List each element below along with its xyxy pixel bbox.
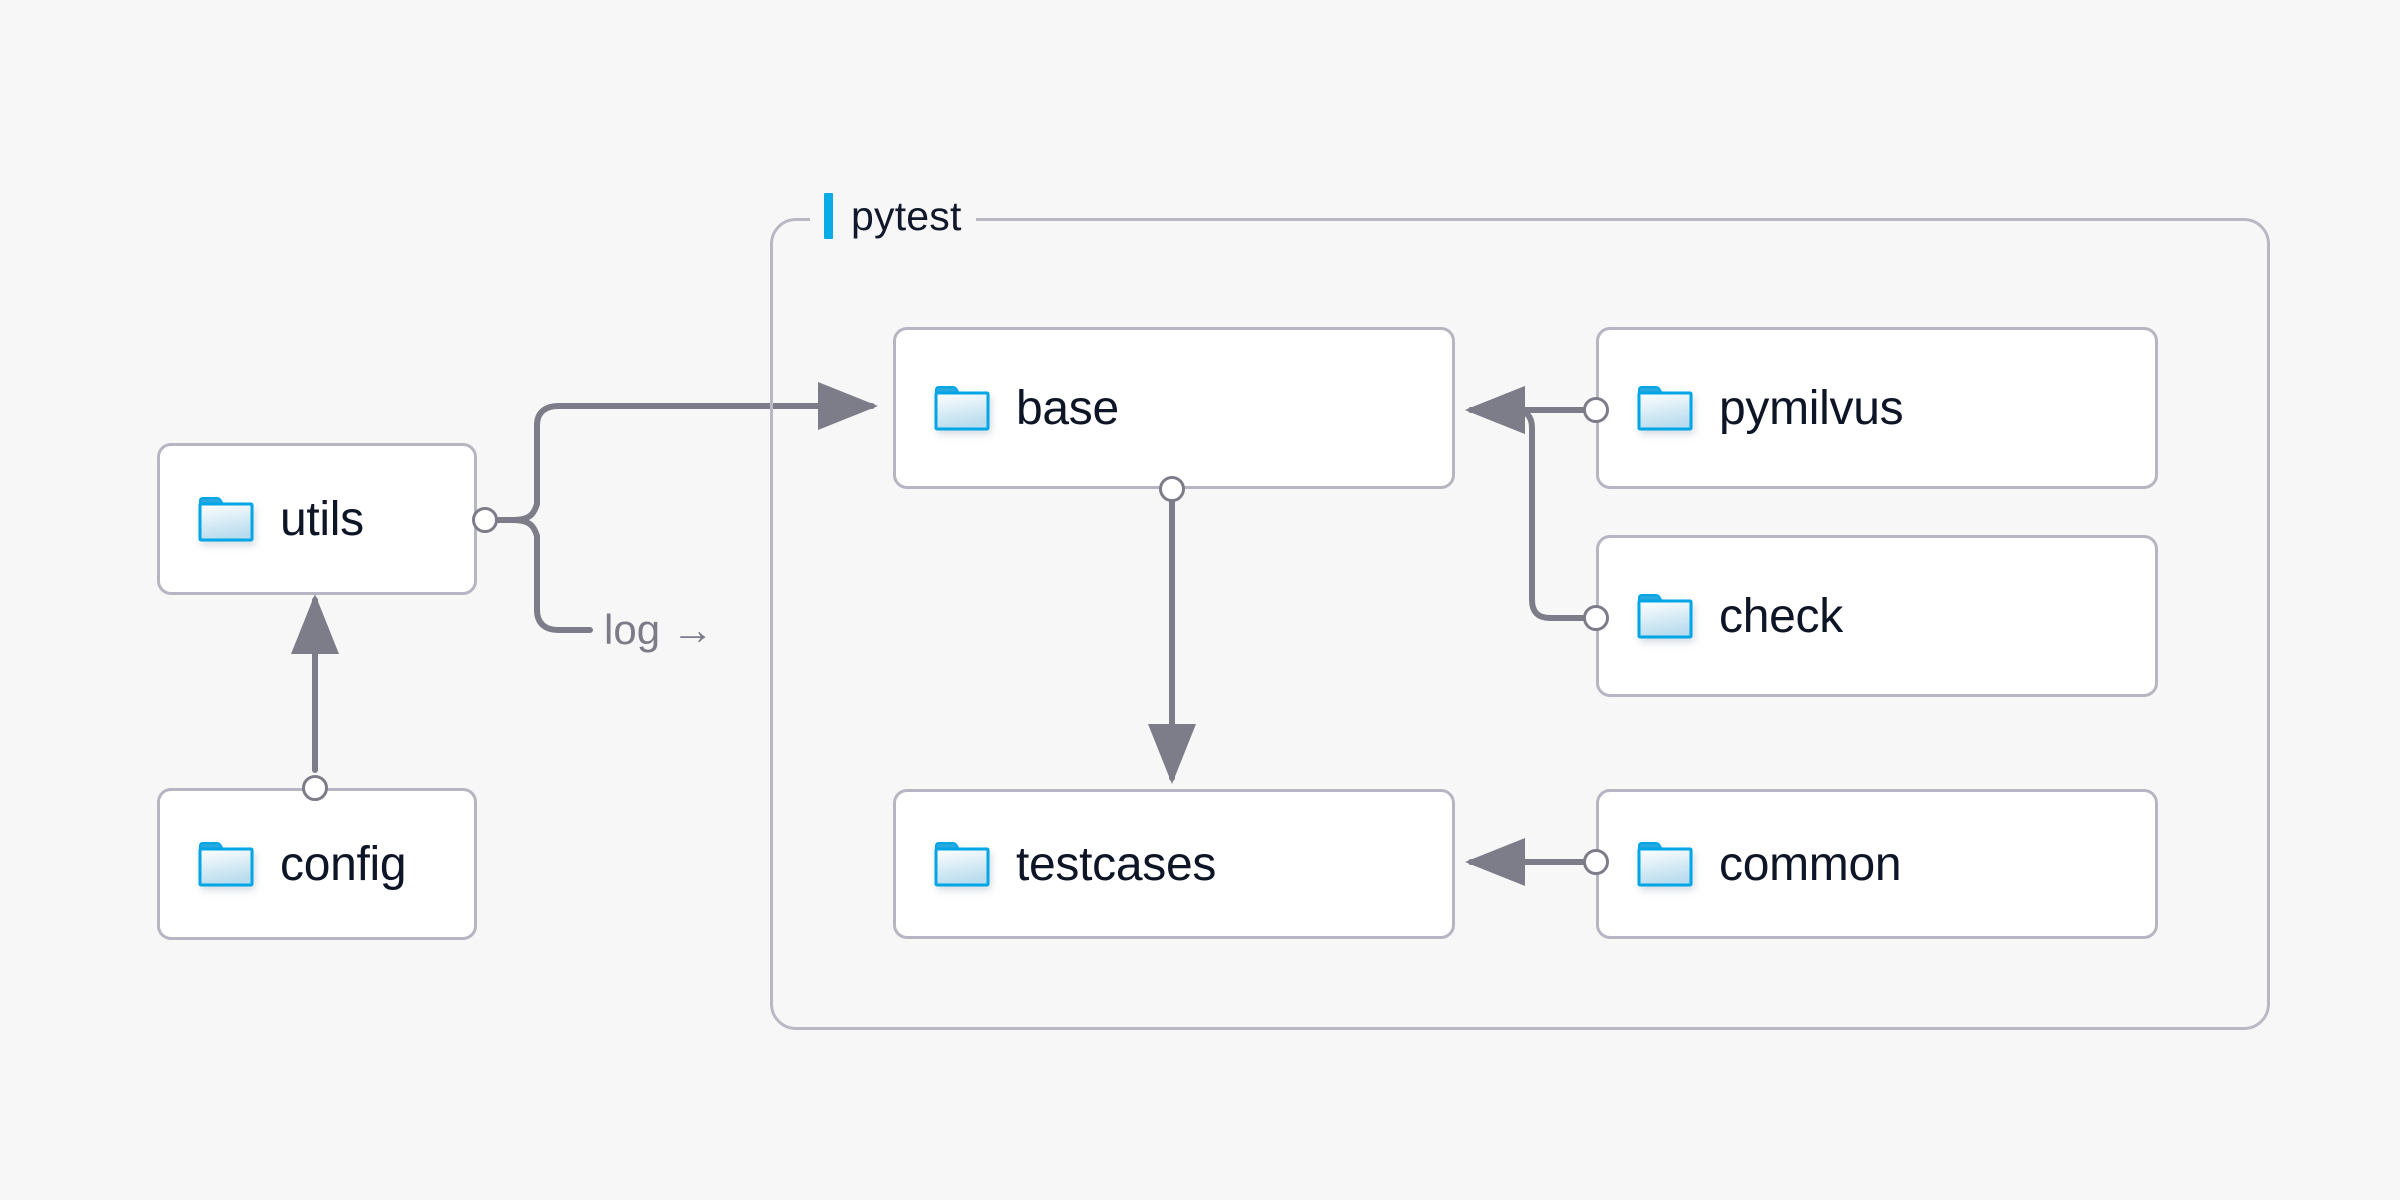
port-common-left[interactable]	[1583, 849, 1609, 875]
node-utils[interactable]: utils	[157, 443, 477, 595]
group-label-text: pytest	[851, 192, 962, 239]
edge-utils-log	[509, 517, 593, 633]
edge-label-log: log →	[604, 606, 714, 653]
node-label: base	[1016, 381, 1119, 435]
port-pymilvus-left[interactable]	[1583, 397, 1609, 423]
node-label: pymilvus	[1719, 381, 1904, 435]
port-base-bottom[interactable]	[1159, 476, 1185, 502]
folder-icon	[1637, 385, 1693, 431]
group-pytest	[770, 218, 2270, 1030]
port-config-top[interactable]	[302, 775, 328, 801]
node-check[interactable]: check	[1596, 535, 2158, 697]
node-label: config	[280, 837, 407, 891]
node-common[interactable]: common	[1596, 789, 2158, 939]
folder-icon	[934, 841, 990, 887]
folder-icon	[198, 496, 254, 542]
node-config[interactable]: config	[157, 788, 477, 940]
folder-icon	[1637, 593, 1693, 639]
folder-icon	[198, 841, 254, 887]
port-utils-right[interactable]	[472, 507, 498, 533]
node-label: testcases	[1016, 837, 1217, 891]
node-base[interactable]: base	[893, 327, 1455, 489]
node-testcases[interactable]: testcases	[893, 789, 1455, 939]
group-label-pytest: pytest	[810, 185, 976, 247]
node-pymilvus[interactable]: pymilvus	[1596, 327, 2158, 489]
folder-icon	[1637, 841, 1693, 887]
group-marker-bar	[824, 193, 833, 239]
port-check-left[interactable]	[1583, 605, 1609, 631]
node-label: utils	[280, 492, 364, 546]
node-label: common	[1719, 837, 1902, 891]
folder-icon	[934, 385, 990, 431]
node-label: check	[1719, 589, 1843, 643]
